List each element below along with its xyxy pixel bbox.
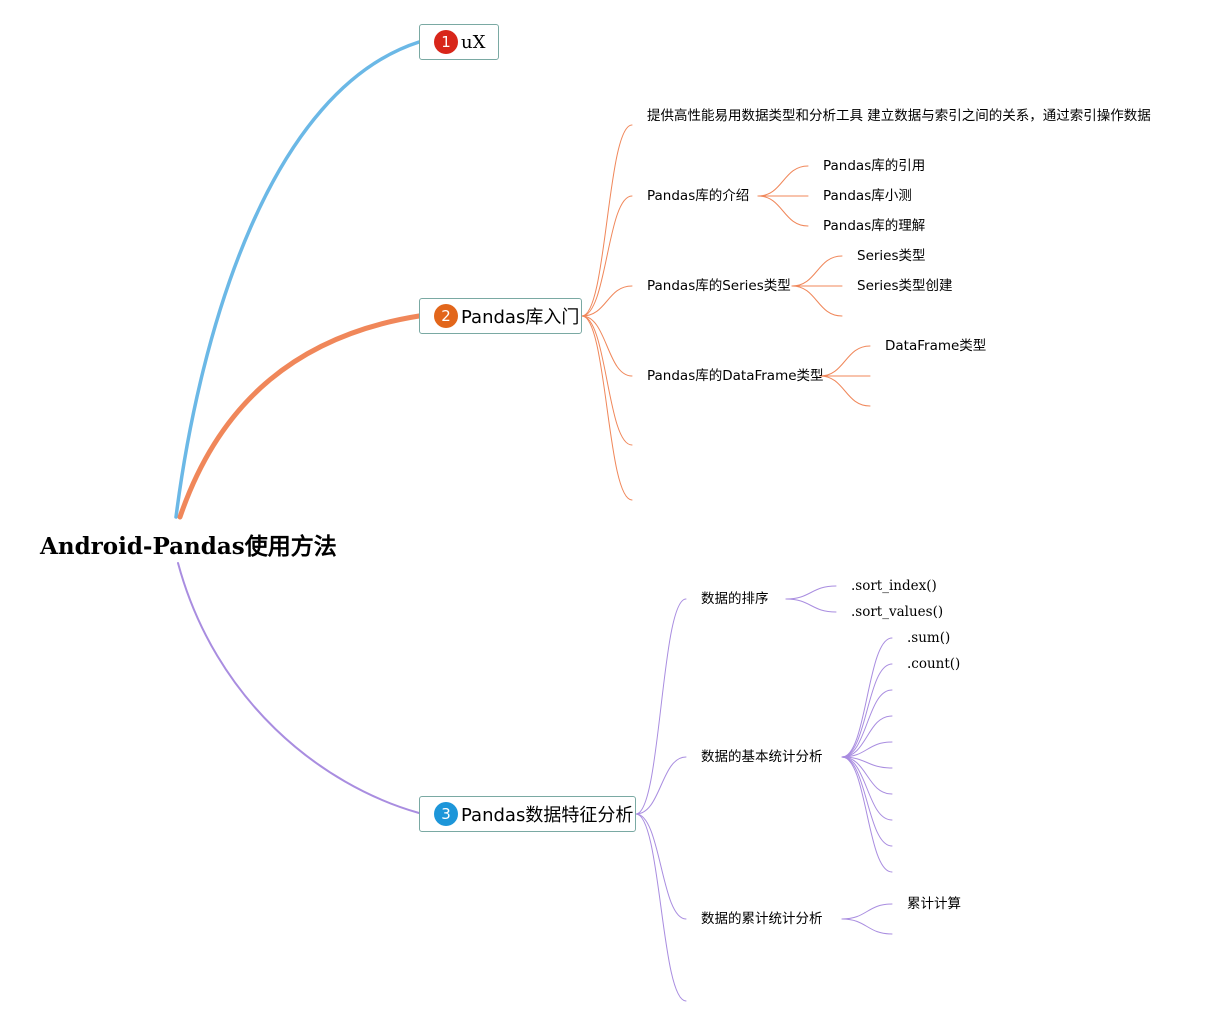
branch-2-node[interactable]: 2 Pandas库入门 [419, 298, 582, 334]
link-basic-4 [841, 741, 893, 758]
link-b2-intro [581, 195, 633, 317]
topic-pandas-understanding[interactable]: Pandas库的理解 [823, 218, 926, 234]
branch-3-label: Pandas数据特征分析 [461, 805, 634, 826]
link-root-branch-3 [177, 562, 420, 814]
link-basic-8 [841, 756, 893, 847]
topic-pandas-description[interactable]: 提供高性能易用数据类型和分析工具 建立数据与索引之间的关系，通过索引操作数据 [647, 108, 1151, 124]
link-b2-desc [581, 124, 633, 317]
link-sort-values [785, 598, 837, 613]
topic-basic-stats[interactable]: 数据的基本统计分析 [701, 749, 823, 765]
topic-data-sort[interactable]: 数据的排序 [701, 591, 769, 607]
link-root-branch-2 [177, 313, 422, 520]
link-basic-0 [841, 637, 893, 758]
topic-pandas-intro[interactable]: Pandas库的介绍 [647, 188, 750, 204]
link-df-empty2 [819, 375, 871, 407]
topic-dataframe-type[interactable]: DataFrame类型 [885, 338, 987, 354]
link-series-empty [791, 285, 843, 317]
link-intro-ref [757, 165, 809, 197]
link-b3-cumulative [635, 813, 687, 920]
topic-pandas-quiz[interactable]: Pandas库小测 [823, 188, 912, 204]
branch-3-node[interactable]: 3 Pandas数据特征分析 [419, 796, 636, 832]
topic-pandas-dataframe[interactable]: Pandas库的DataFrame类型 [647, 368, 824, 384]
topic-pandas-series[interactable]: Pandas库的Series类型 [647, 278, 791, 294]
link-b2-dataframe [581, 315, 633, 377]
topic-cumulative-calc[interactable]: 累计计算 [907, 896, 961, 912]
link-b3-basic [635, 756, 687, 815]
topic-series-type[interactable]: Series类型 [857, 248, 926, 264]
topic-cumulative-stats[interactable]: 数据的累计统计分析 [701, 911, 823, 927]
link-basic-1 [841, 663, 893, 758]
link-b3-empty [635, 813, 687, 1002]
link-basic-6 [841, 756, 893, 795]
badge-2-icon: 2 [434, 304, 458, 328]
link-b3-sort [635, 598, 687, 815]
badge-3-icon: 3 [434, 802, 458, 826]
topic-count[interactable]: .count() [907, 656, 961, 672]
topic-sort-values[interactable]: .sort_values() [851, 604, 944, 620]
topic-sum[interactable]: .sum() [907, 630, 951, 646]
link-b2-empty1 [581, 315, 633, 446]
branch-1-node[interactable]: 1 uX [419, 24, 499, 60]
branch-1-label: uX [461, 31, 486, 53]
link-root-branch-1 [174, 40, 421, 519]
link-series-type [791, 255, 843, 287]
link-basic-7 [841, 756, 893, 821]
topic-series-create[interactable]: Series类型创建 [857, 278, 953, 294]
link-sort-index [785, 585, 837, 600]
link-df-type [819, 345, 871, 377]
link-basic-9 [841, 756, 893, 873]
link-cum-calc [841, 903, 893, 920]
link-cum-empty [841, 918, 893, 935]
topic-sort-index[interactable]: .sort_index() [851, 578, 937, 594]
root-topic[interactable]: Android-Pandas使用方法 [40, 533, 337, 560]
link-b2-empty2 [581, 315, 633, 501]
link-b2-series [581, 285, 633, 317]
link-basic-3 [841, 715, 893, 758]
branch-2-label: Pandas库入门 [461, 307, 580, 328]
topic-pandas-reference[interactable]: Pandas库的引用 [823, 158, 926, 174]
link-intro-understand [757, 195, 809, 227]
link-basic-2 [841, 689, 893, 758]
badge-1-icon: 1 [434, 30, 458, 54]
